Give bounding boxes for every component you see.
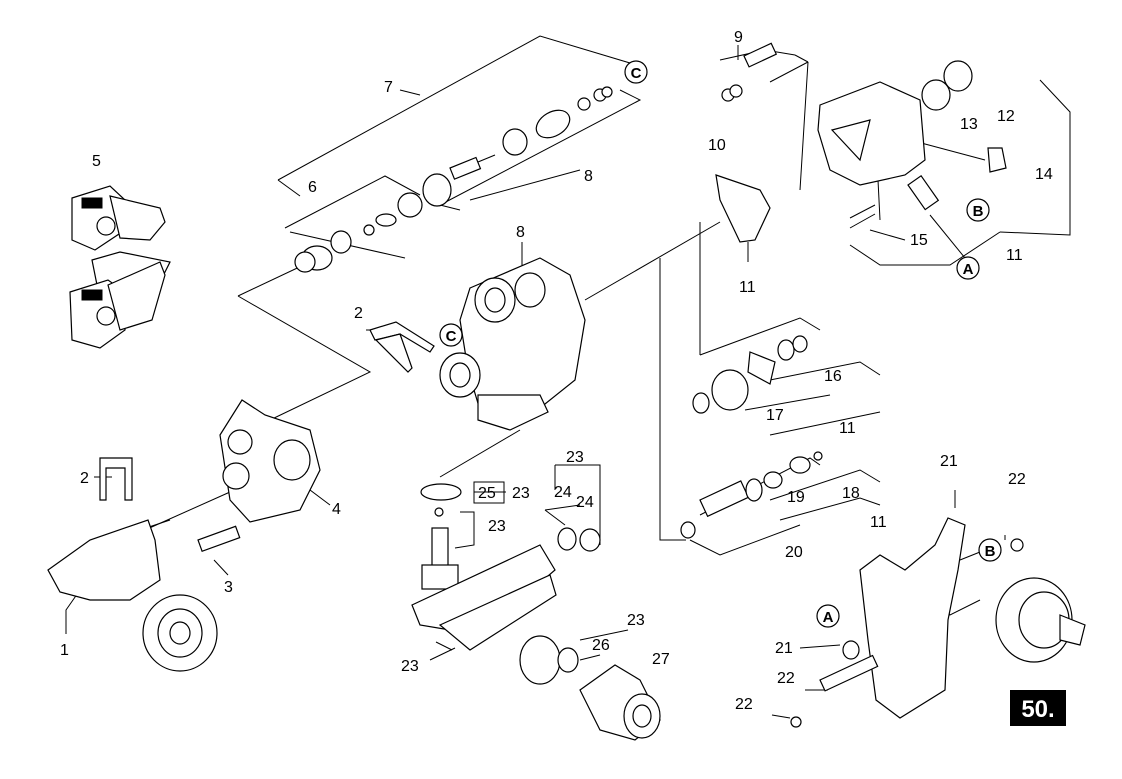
part-1-connector [47, 457, 241, 672]
marker-c-mid: C [439, 323, 463, 347]
label-9: 9 [734, 29, 743, 46]
label-24a: 24 [554, 484, 572, 501]
label-23e: 23 [401, 658, 419, 675]
marker-c-top: C [624, 60, 648, 84]
label-12: 12 [997, 108, 1015, 125]
label-8b: 8 [516, 224, 525, 241]
marker-b-bot: B [978, 538, 1002, 562]
part-10-seal-plate [715, 174, 771, 243]
marker-a-top: A [956, 256, 980, 280]
label-8a: 8 [584, 168, 593, 185]
label-26: 26 [592, 637, 610, 654]
label-27: 27 [652, 651, 670, 668]
svg-text:B: B [973, 203, 984, 220]
label-2b: 2 [80, 470, 89, 487]
label-6: 6 [308, 179, 317, 196]
label-5: 5 [92, 153, 101, 170]
valve-parts-lower [680, 451, 823, 539]
valve-parts-mid [692, 335, 808, 414]
label-10: 10 [708, 137, 726, 154]
svg-text:B: B [985, 543, 996, 560]
label-23b: 23 [512, 485, 530, 502]
label-25-box [473, 481, 505, 504]
label-23c: 23 [488, 518, 506, 535]
label-18: 18 [842, 485, 860, 502]
label-11a: 11 [739, 279, 756, 296]
label-14: 14 [1035, 166, 1053, 183]
label-1: 1 [60, 642, 69, 659]
label-11d: 11 [870, 514, 887, 531]
main-housing [439, 257, 586, 431]
label-21b: 21 [775, 640, 793, 657]
svg-text:50.: 50. [1021, 696, 1054, 723]
label-16: 16 [824, 368, 842, 385]
page-badge: 50. [1010, 690, 1066, 726]
label-17: 17 [766, 407, 784, 424]
label-11b: 11 [1006, 247, 1023, 264]
frame-bracket [790, 517, 1086, 728]
label-22c: 22 [735, 696, 753, 713]
label-25: 25 [478, 485, 496, 502]
label-15: 15 [910, 232, 928, 249]
marker-a-bot: A [816, 604, 840, 628]
label-23d: 23 [627, 612, 645, 629]
part-4-valve-body [219, 399, 321, 523]
svg-text:C: C [446, 328, 457, 345]
label-20: 20 [785, 544, 803, 561]
part-labels: 1 2 2 3 4 5 6 7 8 8 9 10 11 11 11 11 12 … [60, 29, 1053, 713]
label-21a: 21 [940, 453, 958, 470]
marker-b-top: B [966, 198, 990, 222]
part-2-clip [369, 321, 435, 373]
svg-text:A: A [823, 609, 834, 626]
label-11c: 11 [839, 420, 856, 437]
label-24b: 24 [576, 494, 594, 511]
reference-markers: C C B B A A [439, 60, 1002, 628]
label-4: 4 [332, 501, 341, 518]
pipe-assembly [411, 483, 661, 741]
pump-head-assembly [721, 42, 1007, 229]
label-22a: 22 [1008, 471, 1026, 488]
label-19: 19 [787, 489, 805, 506]
svg-text:A: A [963, 261, 974, 278]
part-5-bracket [69, 185, 171, 349]
label-2a: 2 [354, 305, 363, 322]
label-13: 13 [960, 116, 978, 133]
svg-text:C: C [631, 65, 642, 82]
label-3: 3 [224, 579, 233, 596]
label-7: 7 [384, 79, 393, 96]
label-23a: 23 [566, 449, 584, 466]
label-22b: 22 [777, 670, 795, 687]
valve-parts-top [294, 86, 613, 273]
